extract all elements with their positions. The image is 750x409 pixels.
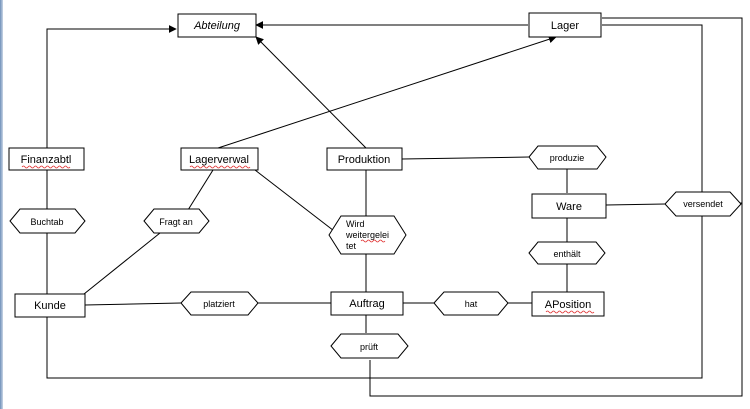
rel-buchtab[interactable]: Buchtab [9, 208, 86, 234]
line-kunde-platziert [84, 302, 182, 306]
connectors [46, 17, 743, 397]
inherit-line-produktion [255, 36, 367, 149]
entity-abteilung[interactable]: Abteilung [177, 13, 257, 38]
spellcheck-underline [189, 165, 251, 169]
spellcheck-underline [21, 165, 71, 169]
line-lagerverwal-fragtan [187, 169, 214, 211]
rel-produzie[interactable]: produzie [528, 145, 607, 170]
shape-label: platziert [203, 299, 235, 309]
shape-label: Lager [551, 20, 579, 32]
window-edge [0, 0, 3, 409]
shape-label: Wird [346, 219, 365, 229]
relationship-hexagon [9, 208, 86, 234]
rel-enthaelt[interactable]: enthält [528, 241, 606, 265]
rel-wird-weitergeleitet[interactable]: Wird weitergelei tet [328, 215, 407, 255]
shape-label: prüft [360, 342, 379, 352]
rel-prueft[interactable]: prüft [330, 333, 409, 359]
entity-box [330, 291, 404, 316]
entity-finanzabtl[interactable]: Finanzabtl [8, 147, 85, 171]
relationship-hexagon [528, 145, 607, 170]
rel-platziert[interactable]: platziert [180, 291, 259, 316]
shape-label: versendet [683, 199, 723, 209]
entity-kunde[interactable]: Kunde [14, 293, 86, 318]
relationship-hexagon [143, 208, 210, 234]
line-produktion-produzie [401, 156, 530, 160]
entity-box [177, 13, 257, 38]
relationship-hexagon [528, 241, 606, 265]
shape-label: tet [346, 241, 357, 251]
entity-box [326, 147, 403, 171]
shape-label: APosition [545, 299, 591, 311]
shape-label: hat [465, 299, 478, 309]
shape-label: Produktion [338, 154, 391, 166]
inherit-line-finanzabtl [46, 25, 177, 148]
line-fragtan-kunde [83, 232, 161, 295]
shape-label: weitergelei [345, 230, 389, 240]
relationship-hexagon [433, 291, 509, 316]
relationship-hexagon [328, 215, 407, 255]
entity-auftrag[interactable]: Auftrag [330, 291, 404, 316]
relationship-hexagon [664, 191, 742, 217]
shape-label: Ware [556, 201, 582, 213]
entity-box [14, 293, 86, 318]
shape-label: Fragt an [159, 217, 193, 227]
shape-label: Buchtab [30, 217, 63, 227]
spellcheck-underline [545, 310, 595, 314]
line-lager-outer [602, 17, 743, 203]
entity-box [531, 291, 605, 317]
rel-fragtan[interactable]: Fragt an [143, 208, 210, 234]
line-lagerverwal-wird [254, 169, 339, 235]
entity-lagerverwal[interactable]: Lagerverwal [180, 147, 259, 171]
shape-label: Lagerverwal [189, 154, 249, 166]
entity-box [528, 12, 602, 38]
relationship-hexagon [330, 333, 409, 359]
rel-hat[interactable]: hat [433, 291, 509, 316]
spellcheck-underline [360, 239, 386, 243]
shape-label: Auftrag [349, 298, 384, 310]
entity-aposition[interactable]: APosition [531, 291, 605, 317]
shape-label: Kunde [34, 300, 66, 312]
entity-lager[interactable]: Lager [528, 12, 602, 38]
line-kunde-lager-loop [46, 24, 703, 379]
shape-label: Abteilung [193, 20, 241, 32]
line-lagerverwal-lager [217, 35, 557, 149]
entity-box [180, 147, 259, 171]
entity-box [531, 193, 607, 219]
shape-label: produzie [550, 153, 585, 163]
line-ware-versendet [605, 203, 666, 206]
shape-label: Finanzabtl [21, 154, 72, 166]
entity-ware[interactable]: Ware [531, 193, 607, 219]
relationship-hexagon [180, 291, 259, 316]
rel-versendet[interactable]: versendet [664, 191, 742, 217]
entity-box [8, 147, 85, 171]
shape-label: enthält [553, 249, 581, 259]
entity-produktion[interactable]: Produktion [326, 147, 403, 171]
